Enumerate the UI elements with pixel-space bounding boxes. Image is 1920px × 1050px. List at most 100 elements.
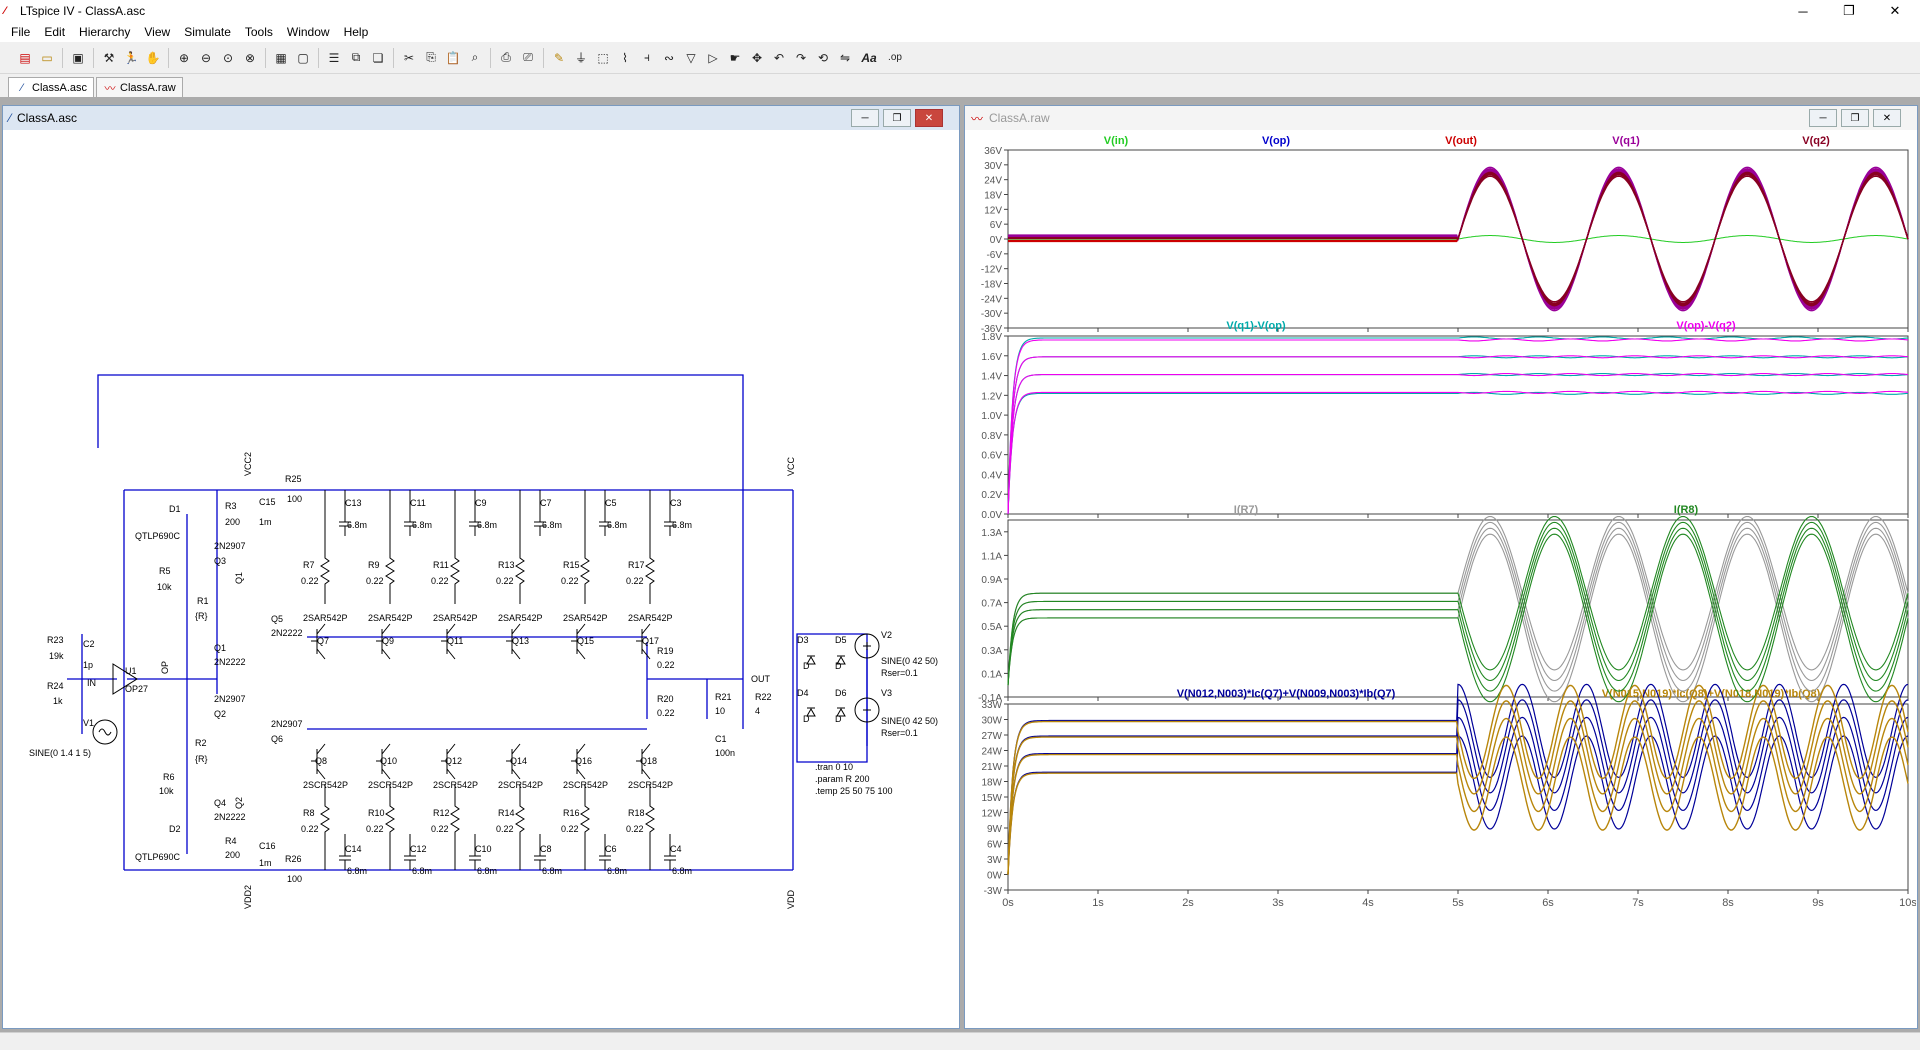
- waveform-canvas[interactable]: 36V30V24V18V12V6V0V-6V-12V-18V-24V-30V-3…: [966, 132, 1916, 1026]
- minimize-button[interactable]: ─: [1798, 3, 1808, 19]
- capacitor-icon[interactable]: ⫞: [643, 50, 650, 64]
- menu-window[interactable]: Window: [286, 25, 330, 39]
- top-emitter-resistor[interactable]: R70.22: [301, 490, 330, 604]
- trace-I(R8)[interactable]: [1007, 521, 1909, 686]
- rotate-icon[interactable]: ⟲: [817, 50, 829, 65]
- close-button[interactable]: ✕: [1889, 3, 1901, 18]
- menu-file[interactable]: File: [11, 25, 31, 39]
- menu-tools[interactable]: Tools: [244, 25, 273, 39]
- waveform-minimize-button[interactable]: ─: [1809, 109, 1837, 127]
- undo-icon[interactable]: ↶: [773, 50, 785, 65]
- wire-icon[interactable]: ✎: [553, 50, 565, 65]
- tile-vertical-icon[interactable]: ⧉: [351, 50, 361, 64]
- opamp-symbol[interactable]: [112, 663, 138, 695]
- trace-V(q1)-V(op)[interactable]: [1007, 391, 1909, 515]
- trace-V(N015,N019)*Ic(Q8)+V(N018,N019)*Ib(Q8)[interactable]: [1007, 717, 1909, 875]
- schematic-restore-button[interactable]: ❐: [883, 109, 911, 127]
- save-icon[interactable]: ▣: [72, 50, 84, 65]
- trace-V(op)-V(q2)[interactable]: [1007, 373, 1909, 515]
- inductor-icon[interactable]: ∾: [663, 50, 675, 65]
- menu-view[interactable]: View: [144, 25, 171, 39]
- top-cap[interactable]: C56.8m: [599, 490, 627, 536]
- menu-edit[interactable]: Edit: [44, 25, 66, 39]
- component-icon[interactable]: ▷: [708, 50, 718, 65]
- print-preview-icon[interactable]: ⎚: [523, 50, 533, 64]
- restore-button[interactable]: ❐: [1843, 3, 1855, 18]
- tab-classa-asc[interactable]: ⁄ ClassA.asc: [8, 77, 95, 97]
- trace-V(op)-V(q2)[interactable]: [1007, 338, 1909, 515]
- delete-icon[interactable]: ▢: [297, 50, 309, 65]
- top-cap[interactable]: C76.8m: [534, 490, 562, 536]
- find-icon[interactable]: ⌕: [471, 50, 479, 64]
- trace-V(op)-V(q2)[interactable]: [1007, 355, 1909, 515]
- schematic-canvas[interactable]: C136.8mR70.222SAR542PQ7C116.8mR90.222SAR…: [7, 134, 955, 1024]
- trace-I(R8)[interactable]: [1007, 515, 1909, 686]
- bottom-cap[interactable]: C66.8m: [599, 834, 627, 876]
- resistor-icon[interactable]: ⌇: [622, 50, 628, 65]
- trace-V(N012,N003)*Ic(Q7)+V(N009,N003)*Ib(Q7)[interactable]: [1007, 716, 1909, 875]
- trace-V(N012,N003)*Ic(Q7)+V(N009,N003)*Ib(Q7)[interactable]: [1007, 699, 1909, 875]
- autorange-icon[interactable]: ▦: [275, 50, 287, 65]
- trace-label[interactable]: V(q1)-V(op): [1226, 320, 1286, 332]
- text-icon[interactable]: Aa: [861, 50, 877, 65]
- new-schematic-icon[interactable]: ▤: [19, 50, 31, 65]
- plot-pane[interactable]: 1.3A1.1A0.9A0.7A0.5A0.3A0.1A-0.1A: [978, 519, 1909, 704]
- trace-V(q2)[interactable]: [1008, 175, 1909, 303]
- ground-icon[interactable]: ⏚: [574, 51, 587, 65]
- zoom-out-icon[interactable]: ⊖: [200, 50, 212, 65]
- trace-V(N015,N019)*Ic(Q8)+V(N018,N019)*Ib(Q8)[interactable]: [1007, 684, 1909, 875]
- plot-pane[interactable]: 1.8V1.6V1.4V1.2V1.0V0.8V0.6V0.4V0.2V0.0V: [981, 332, 1909, 521]
- schematic-close-button[interactable]: ✕: [915, 109, 943, 127]
- open-icon[interactable]: ▭: [41, 50, 53, 65]
- trace-label[interactable]: I(R7): [1234, 504, 1259, 516]
- run-icon[interactable]: 🏃: [123, 50, 139, 65]
- trace-V(N012,N003)*Ic(Q7)+V(N009,N003)*Ib(Q7)[interactable]: [1007, 683, 1909, 875]
- tab-classa-raw[interactable]: 〰 ClassA.raw: [96, 77, 183, 97]
- v1-source[interactable]: [92, 719, 118, 745]
- cut-icon[interactable]: ✂: [403, 50, 415, 65]
- copy-icon[interactable]: ⎘: [426, 50, 436, 64]
- trace-label[interactable]: V(N012,N003)*Ic(Q7)+V(N009,N003)*Ib(Q7): [1177, 688, 1396, 700]
- label-icon[interactable]: ⬚: [597, 50, 609, 65]
- trace-label[interactable]: V(q1): [1612, 135, 1640, 147]
- trace-label[interactable]: V(out): [1445, 135, 1477, 147]
- menu-simulate[interactable]: Simulate: [184, 25, 231, 39]
- control-panel-icon[interactable]: ⚒: [103, 50, 115, 65]
- schematic-minimize-button[interactable]: ─: [851, 109, 879, 127]
- bottom-emitter-resistor[interactable]: R80.22: [301, 784, 330, 870]
- cascade-icon[interactable]: ❏: [372, 50, 384, 65]
- trace-label[interactable]: V(op): [1262, 135, 1290, 147]
- mirror-icon[interactable]: ⇋: [839, 50, 851, 65]
- zoom-in-icon[interactable]: ⊕: [178, 50, 190, 65]
- directive-tran[interactable]: .tran 0 10: [815, 762, 853, 772]
- trace-label[interactable]: V(q2): [1802, 135, 1830, 147]
- trace-label[interactable]: V(in): [1104, 135, 1129, 147]
- trace-I(R8)[interactable]: [1007, 527, 1909, 692]
- directive-param[interactable]: .param R 200: [815, 774, 870, 784]
- top-emitter-resistor[interactable]: R90.22: [366, 490, 395, 604]
- paste-icon[interactable]: 📋: [445, 50, 461, 65]
- drag-icon[interactable]: ✥: [751, 50, 763, 65]
- directive-temp[interactable]: .temp 25 50 75 100: [815, 786, 893, 796]
- diode-icon[interactable]: ▽: [686, 50, 696, 65]
- trace-V(N015,N019)*Ic(Q8)+V(N018,N019)*Ib(Q8)[interactable]: [1007, 700, 1909, 875]
